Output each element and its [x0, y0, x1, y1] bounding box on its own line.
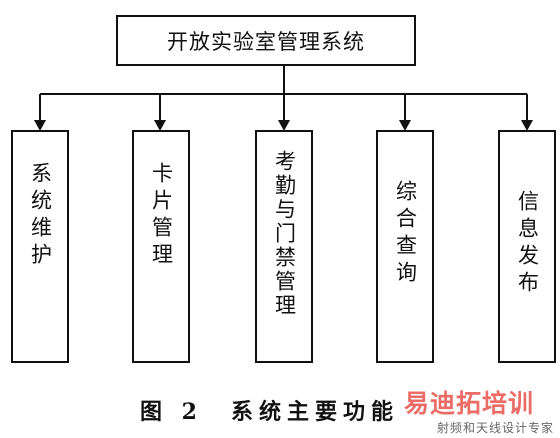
arrowhead-4 — [399, 120, 411, 131]
arrowhead-3 — [278, 120, 290, 131]
node-label: 系统维护 — [28, 162, 53, 270]
figure-caption: 图 2 系统主要功能 — [140, 399, 399, 425]
watermark-subtitle: 射频和天线设计专家 — [436, 421, 554, 435]
arrowhead-1 — [34, 120, 46, 131]
arrowhead-2 — [154, 120, 166, 131]
arrowhead-5 — [521, 120, 533, 131]
node-label: 综合查询 — [393, 180, 418, 288]
node-label: 信息发布 — [515, 190, 540, 298]
root-node-label: 开放实验室管理系统 — [167, 29, 365, 54]
node-system-maintenance: 系统维护 — [11, 130, 69, 363]
node-attendance-access: 考勤与门禁管理 — [255, 130, 313, 363]
watermark-logo: 易迪拓培训 — [404, 389, 535, 418]
node-label: 卡片管理 — [149, 162, 174, 270]
watermark: 易迪拓培训 射频和天线设计专家 — [404, 384, 560, 438]
node-label: 考勤与门禁管理 — [272, 150, 297, 318]
node-card-management: 卡片管理 — [132, 130, 190, 363]
node-info-publish: 信息发布 — [498, 130, 556, 363]
node-comprehensive-query: 综合查询 — [376, 130, 434, 363]
root-node: 开放实验室管理系统 — [116, 15, 416, 66]
